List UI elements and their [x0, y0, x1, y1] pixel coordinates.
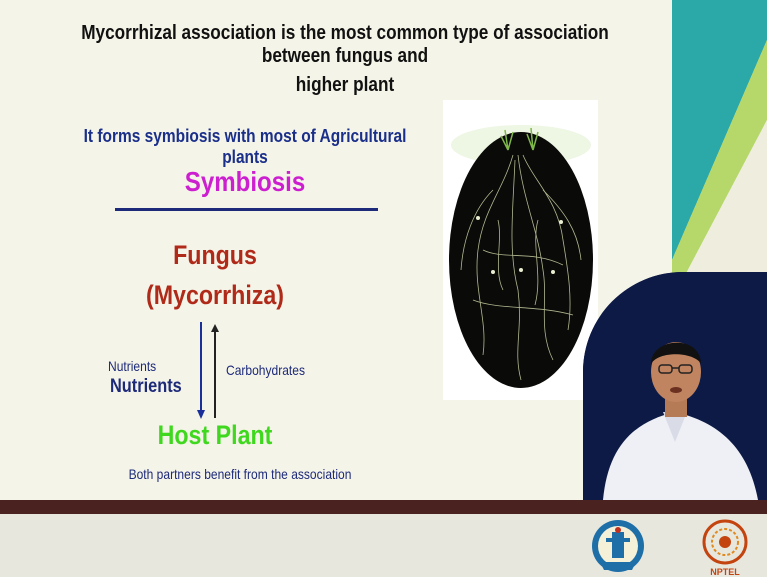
root-system-photo	[443, 100, 598, 400]
fungus-label: Fungus	[125, 240, 306, 271]
slide-headline-line1: Mycorrhizal association is the most comm…	[48, 22, 641, 68]
lecture-slide: Mycorrhizal association is the most comm…	[0, 0, 767, 500]
down-arrow-icon	[197, 322, 205, 419]
divider-line	[115, 208, 378, 211]
iit-kgp-logo-icon	[588, 518, 648, 574]
up-arrow-icon	[211, 324, 219, 418]
presenter-video	[583, 272, 767, 500]
benefit-caption: Both partners benefit from the associati…	[102, 466, 377, 482]
slide-headline-line2: higher plant	[48, 74, 641, 97]
nutrients-small-label: Nutrients	[108, 358, 156, 374]
exchange-arrows	[195, 322, 225, 422]
footer: NPTEL	[0, 514, 767, 577]
host-plant-label: Host Plant	[133, 420, 296, 451]
nptel-logo-text: NPTEL	[697, 567, 753, 577]
nptel-logo-icon	[700, 518, 750, 574]
carbohydrates-label: Carbohydrates	[226, 362, 305, 378]
slide-subtitle: It forms symbiosis with most of Agricult…	[69, 126, 422, 168]
symbiosis-heading: Symbiosis	[129, 166, 361, 198]
nutrients-label: Nutrients	[110, 376, 182, 398]
slide-bottom-bar	[0, 500, 767, 514]
mycorrhiza-label: (Mycorrhiza)	[116, 280, 314, 311]
